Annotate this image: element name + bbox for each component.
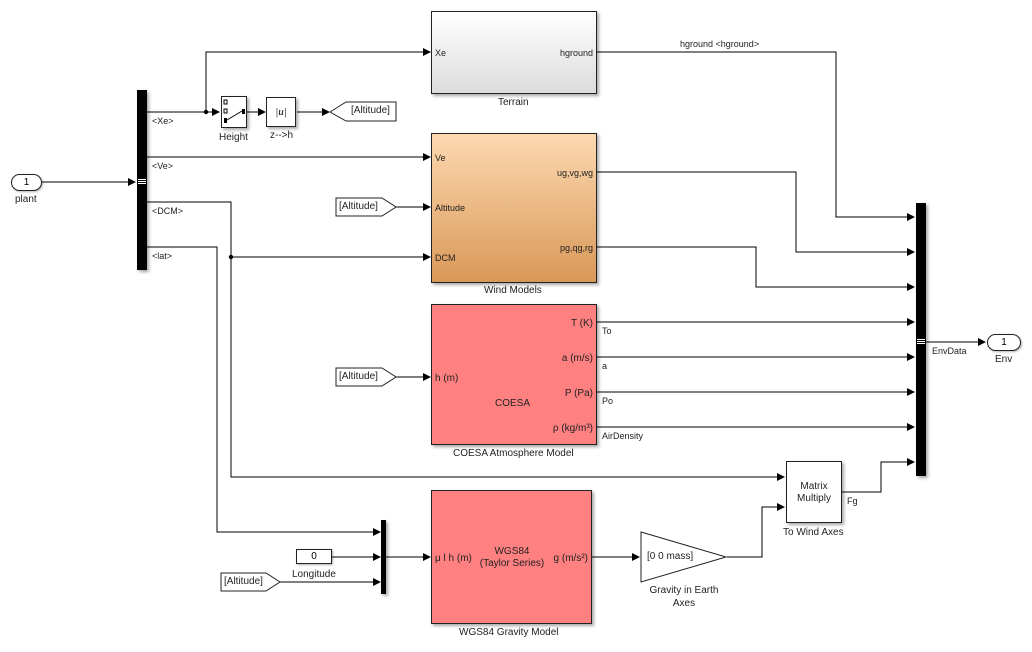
longitude-constant[interactable]: 0 <box>296 549 332 564</box>
gain-label-line2: Axes <box>672 598 696 609</box>
wgs84-title: WGS84 <box>494 546 530 557</box>
from-altitude-wgs[interactable]: [Altitude] <box>224 576 263 587</box>
from-altitude-wind-shape <box>335 197 397 217</box>
bus-marker <box>917 343 925 344</box>
gain-value[interactable]: [0 0 mass] <box>647 551 694 562</box>
from-altitude-wind[interactable]: [Altitude] <box>339 201 378 212</box>
line-gain-matmul <box>727 503 785 558</box>
abs-label: z-->h <box>270 130 294 141</box>
line-hground <box>597 51 915 221</box>
from-altitude-coesa[interactable]: [Altitude] <box>339 371 378 382</box>
wind-port-pqr: pg,qg,rg <box>559 243 593 253</box>
terrain-port-xe: Xe <box>435 48 447 58</box>
matrix-multiply-block[interactable]: Matrix Multiply <box>786 461 842 523</box>
branch-dot <box>203 109 209 115</box>
bus-marker <box>917 339 925 340</box>
goto-altitude-shape <box>329 101 397 122</box>
coesa-port-a: a (m/s) <box>561 353 593 364</box>
switch-icon <box>223 99 245 123</box>
wgs84-subtitle: (Taylor Series) <box>479 558 545 569</box>
goto-altitude[interactable]: [Altitude] <box>351 105 390 116</box>
signal-ve: <Ve> <box>152 161 174 171</box>
signal-a: a <box>602 361 608 371</box>
coesa-block[interactable]: h (m) T (K) a (m/s) P (Pa) ρ (kg/m³) COE… <box>431 304 597 445</box>
matmul-line1: Matrix <box>800 481 828 492</box>
signal-envdata: EnvData <box>932 346 967 356</box>
line-fg <box>842 458 915 493</box>
signal-xe: <Xe> <box>152 116 174 126</box>
wgs84-port-out: g (m/s²) <box>553 553 588 564</box>
abs-block[interactable]: |u| <box>266 97 296 127</box>
wind-models-label: Wind Models <box>484 285 542 296</box>
terrain-block[interactable]: Xe hground <box>431 11 597 94</box>
coesa-port-t: T (K) <box>570 318 593 329</box>
wgs84-label: WGS84 Gravity Model <box>459 627 559 638</box>
gain-label-line1: Gravity in Earth <box>649 585 719 596</box>
bus-marker <box>138 181 146 182</box>
line-xe-terrain <box>205 48 431 112</box>
bus-selector[interactable] <box>137 90 147 270</box>
signal-dcm: <DCM> <box>152 206 184 216</box>
bus-creator[interactable] <box>916 203 926 476</box>
matmul-line2: Multiply <box>797 493 831 504</box>
wind-port-dcm: DCM <box>435 253 456 263</box>
line-lat <box>147 246 381 536</box>
wind-port-ve: Ve <box>435 153 446 163</box>
coesa-port-rho: ρ (kg/m³) <box>552 423 593 434</box>
bus-marker <box>138 183 146 184</box>
terrain-label: Terrain <box>498 97 529 108</box>
wind-models-block[interactable]: Ve Altitude DCM ug,vg,wg pg,qg,rg <box>431 133 597 283</box>
from-altitude-coesa-shape <box>335 367 397 387</box>
height-label: Height <box>219 132 248 143</box>
wgs84-block[interactable]: μ l h (m) g (m/s²) WGS84 (Taylor Series) <box>431 490 592 624</box>
mux-block[interactable] <box>381 520 386 594</box>
terrain-port-hground: hground <box>559 48 593 58</box>
line-dcm <box>147 201 785 481</box>
inport-plant-label: plant <box>15 194 37 205</box>
signal-hground: hground <hground> <box>680 39 760 49</box>
line-uvw <box>597 171 915 256</box>
gain-shape <box>640 531 728 583</box>
wgs84-port-in: μ l h (m) <box>435 553 472 564</box>
coesa-label: COESA Atmosphere Model <box>453 448 574 459</box>
wind-port-altitude: Altitude <box>435 203 466 213</box>
signal-fg: Fg <box>847 496 858 506</box>
signal-po: Po <box>602 396 614 406</box>
line-pqr <box>597 246 915 291</box>
height-block[interactable] <box>221 96 247 128</box>
coesa-icon-label: COESA <box>495 398 531 409</box>
from-altitude-wgs-shape <box>220 572 281 592</box>
outport-env[interactable]: 1 <box>987 334 1021 351</box>
signal-lat: <lat> <box>152 251 173 261</box>
bus-marker <box>917 341 925 342</box>
coesa-port-h: h (m) <box>435 373 459 384</box>
branch-dot <box>228 254 234 260</box>
signal-airdensity: AirDensity <box>602 431 644 441</box>
wind-port-uvw: ug,vg,wg <box>556 168 593 178</box>
signal-to: To <box>602 326 612 336</box>
outport-env-label: Env <box>995 354 1013 365</box>
coesa-port-p: P (Pa) <box>564 388 593 399</box>
longitude-label: Longitude <box>292 569 336 580</box>
bus-marker <box>138 179 146 180</box>
matmul-label: To Wind Axes <box>783 527 844 538</box>
inport-plant[interactable]: 1 <box>11 174 42 191</box>
